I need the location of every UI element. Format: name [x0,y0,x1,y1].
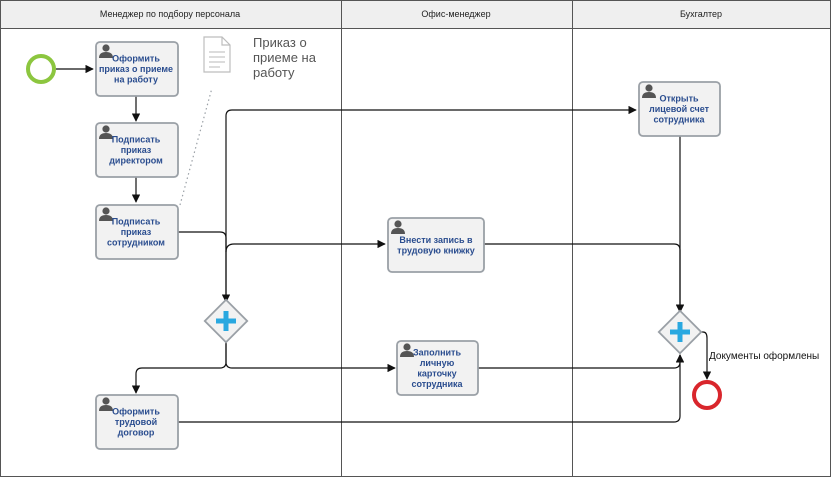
task-box [95,394,179,450]
task-label-line: карточку [417,368,456,378]
task-label-line: трудовую книжку [397,245,475,255]
user-icon [642,84,656,98]
flow-gateway-to-t4[interactable] [131,340,227,394]
task-label-line: на работу [114,75,158,85]
document-label-line-1: Приказ о [253,35,307,50]
lane-title-office: Офис-менеджер [421,9,490,19]
task-label-line: Оформить [112,407,160,417]
start-event[interactable] [26,54,56,84]
user-icon [99,125,113,139]
flow-gateway-to-t5[interactable] [225,239,386,253]
flow-t4-to-join[interactable] [178,354,685,423]
end-event[interactable] [692,380,722,410]
task-label-line: Заполнить [413,347,461,357]
task-box [396,340,479,396]
task-label-line: сотрудника [653,115,705,125]
plus-icon [670,322,690,342]
plus-icon [216,311,236,331]
task-label-line: приказ [121,227,152,237]
task-label-line: договор [118,428,155,438]
end-event-label: Документы оформлены [709,350,819,362]
task-label-line: сотрудника [411,379,463,389]
user-icon [391,220,405,234]
task-label-line: Подписать [112,135,161,145]
task-label-line: Подписать [112,217,161,227]
task-label-line: Оформить [112,54,160,64]
sequence-flows [56,64,712,423]
task-label-line: сотрудником [107,238,165,248]
task-label-line: директором [109,156,163,166]
user-icon [400,343,414,357]
task-box [95,41,179,97]
task-box [95,122,179,178]
task-label-line: приказ [121,145,152,155]
task-label-line: лицевой счет [649,104,710,114]
parallel-gateway-join[interactable] [657,309,703,355]
task-label-line: приказ о приеме [99,64,173,74]
user-icon [99,207,113,221]
task-label-line: личную [420,358,455,368]
user-icon [99,44,113,58]
user-icon [99,397,113,411]
lane-title-hr: Менеджер по подбору персонала [100,9,240,19]
flow-gateway-to-t7[interactable] [225,105,637,302]
parallel-gateway-split[interactable] [203,298,249,344]
task-label-line: Открыть [659,94,699,104]
document-artifact[interactable]: Приказ о приеме на работу [203,35,317,80]
task-box [95,204,179,260]
task-box [387,217,485,273]
lane-title-accountant: Бухгалтер [680,9,722,19]
document-label-line-2: приеме на [253,50,317,65]
flow-join-to-end[interactable] [699,331,712,380]
document-label-line-3: работу [253,65,295,80]
task-box [638,81,721,137]
task-label-line: трудовой [115,417,157,427]
document-icon [203,36,231,73]
task-label-line: Внести запись в [399,235,473,245]
